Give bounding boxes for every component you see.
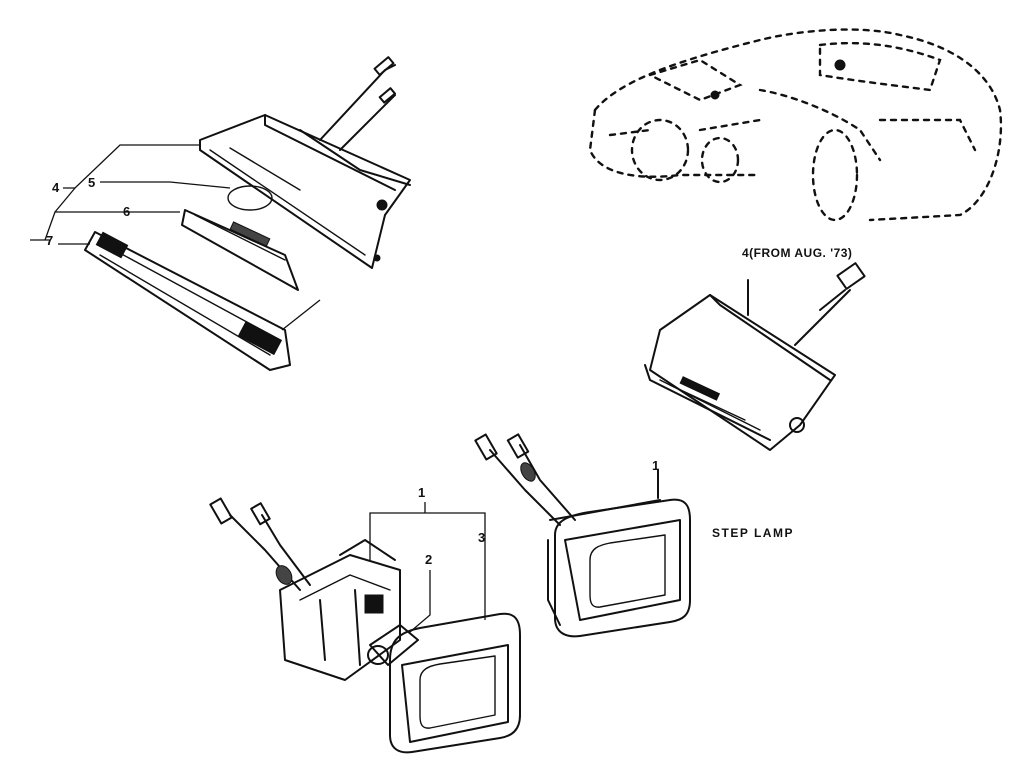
callout-2: 2	[425, 552, 433, 567]
callout-3: 3	[478, 530, 486, 545]
callout-1-main: 1	[418, 485, 426, 500]
callout-6: 6	[123, 204, 131, 219]
license-lamp-aug73-icon	[644, 262, 866, 451]
step-lamp-icon	[474, 433, 691, 638]
license-lamp-note: 4(FROM AUG. '73)	[742, 246, 853, 260]
car-silhouette-icon	[588, 28, 1003, 222]
callout-4: 4	[52, 180, 60, 195]
callout-5: 5	[88, 175, 96, 190]
license-plate-lamp-icon	[30, 56, 411, 371]
main-lamp-assembly-icon	[209, 497, 521, 754]
callout-1-step: 1	[652, 458, 660, 473]
callout-7: 7	[46, 233, 54, 248]
step-lamp-title: STEP LAMP	[712, 526, 794, 540]
